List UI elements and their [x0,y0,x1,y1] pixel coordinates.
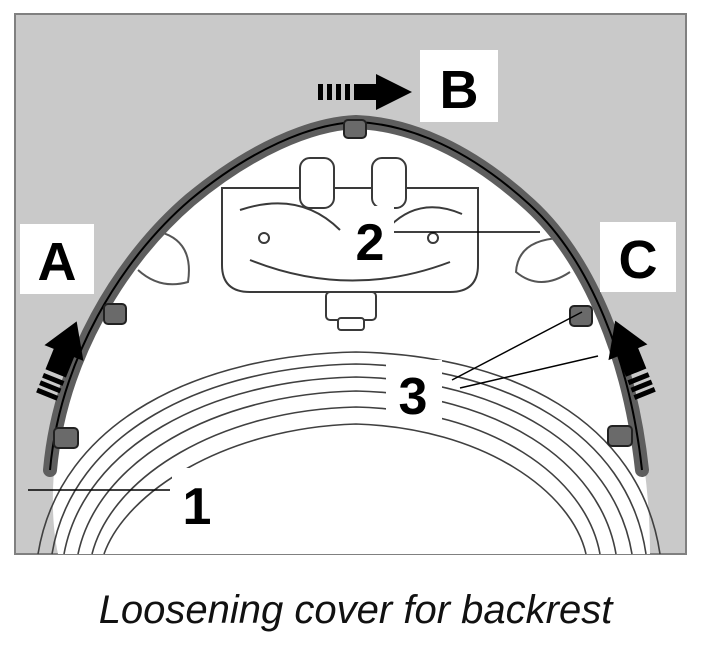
callout-2: 2 [356,214,385,272]
callout-1: 1 [183,478,212,536]
callout-3: 3 [399,368,428,426]
figure-caption: Loosening cover for backrest [0,588,711,633]
lower-right-clip [608,426,632,446]
upper-left-clip [104,304,126,324]
top-clip [344,120,366,138]
callout-b: B [440,60,479,120]
callout-c: C [619,230,658,290]
lower-left-clip [54,428,78,448]
callout-a: A [38,232,77,292]
